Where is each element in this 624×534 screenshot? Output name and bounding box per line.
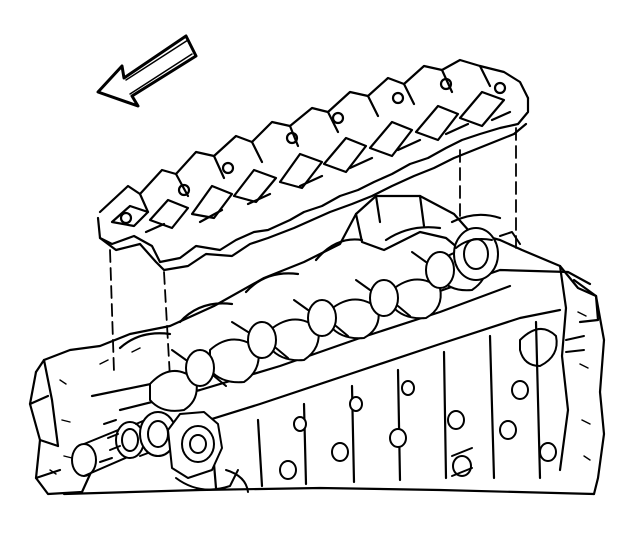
block-side-bolts xyxy=(279,328,585,480)
crankshaft xyxy=(71,227,521,477)
guide-lines xyxy=(109,127,517,379)
crankshaft-rear-flange xyxy=(453,227,521,281)
bearing-cap-bridge xyxy=(96,58,530,272)
direction-arrow-icon xyxy=(96,34,198,108)
crankshaft-snout xyxy=(71,411,177,477)
engine-block xyxy=(28,194,606,496)
front-cover xyxy=(167,411,249,493)
detail-marks xyxy=(49,311,591,475)
